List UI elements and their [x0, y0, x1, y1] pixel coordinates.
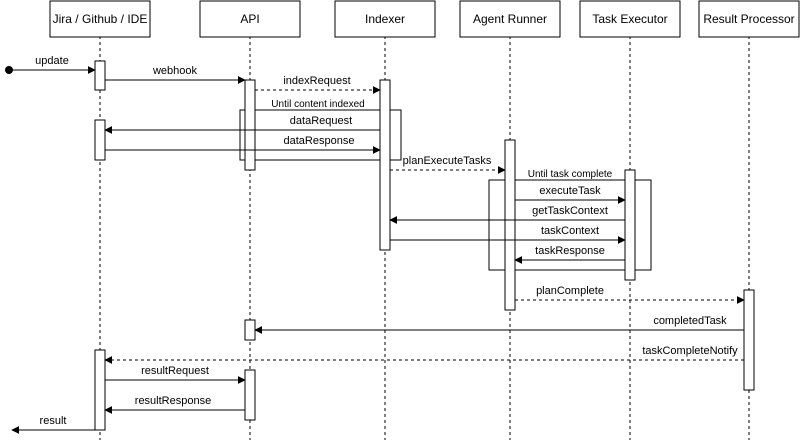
message-label-result: result [40, 415, 67, 427]
activation-jira-2 [94, 119, 106, 161]
activations [94, 60, 755, 431]
activation-jira-3 [94, 349, 106, 431]
participant-agent: Agent Runner [459, 0, 561, 38]
message-label-indexRequest: indexRequest [283, 75, 350, 87]
message-label-webhook: webhook [152, 65, 198, 77]
message-labels: update webhook indexRequest dataRequest … [35, 55, 738, 427]
activation-jira-1 [94, 60, 106, 91]
loop-frame-content [239, 109, 402, 161]
loop-frames [239, 109, 652, 271]
loop-label-task: Until task complete [528, 169, 613, 180]
activation-result-1 [743, 289, 755, 391]
message-label-planComplete: planComplete [536, 285, 604, 297]
message-label-dataResponse: dataResponse [284, 135, 355, 147]
activation-executor-1 [624, 169, 636, 281]
message-label-planExecuteTasks: planExecuteTasks [403, 155, 492, 167]
message-label-resultRequest: resultRequest [141, 365, 209, 377]
participant-label: API [240, 12, 259, 26]
message-label-completedTask: completedTask [653, 315, 727, 327]
participant-label: Agent Runner [473, 12, 547, 26]
message-label-getTaskContext: getTaskContext [532, 205, 608, 217]
participant-executor: Task Executor [579, 0, 681, 38]
activation-agent-1 [504, 139, 516, 311]
participant-result: Result Processor [698, 0, 800, 38]
participant-label: Task Executor [592, 12, 667, 26]
participant-label: Result Processor [703, 12, 794, 26]
message-label-taskContext: taskContext [541, 225, 599, 237]
participant-indexer: Indexer [334, 0, 436, 38]
loop-label-content: Until content indexed [271, 99, 364, 110]
participant-jira: Jira / Github / IDE [49, 0, 151, 38]
participant-api: API [199, 0, 301, 38]
message-label-resultResponse: resultResponse [135, 395, 211, 407]
activation-api-1 [244, 79, 256, 171]
message-label-taskResponse: taskResponse [535, 245, 605, 257]
participant-label: Indexer [365, 12, 405, 26]
message-label-update: update [35, 55, 69, 67]
activation-api-3 [244, 369, 256, 421]
participant-label: Jira / Github / IDE [53, 12, 148, 26]
participants: Jira / Github / IDE API Indexer Agent Ru… [49, 0, 800, 38]
message-label-executeTask: executeTask [539, 185, 601, 197]
message-label-taskCompleteNotify: taskCompleteNotify [642, 345, 738, 357]
message-label-dataRequest: dataRequest [290, 115, 352, 127]
lifelines [99, 36, 750, 440]
messages [5, 66, 745, 434]
activation-api-2 [244, 319, 256, 341]
loop-frame-task [488, 179, 652, 271]
activation-indexer-1 [379, 79, 391, 251]
